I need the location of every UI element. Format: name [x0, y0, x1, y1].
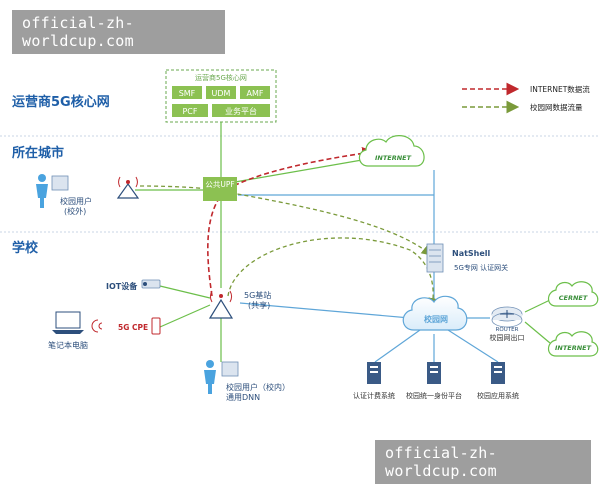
line-router-cernet — [524, 299, 551, 313]
core-nf-smf: SMF — [172, 86, 202, 99]
cpe-icon — [91, 317, 161, 335]
laptop-label: 笔记本电脑 — [48, 340, 88, 350]
natshell-gateway-icon — [426, 243, 444, 273]
campus-exit-label: 校园网出口 — [490, 333, 525, 342]
cpe-label: 5G CPE — [118, 323, 148, 332]
campus-network-cloud: 校园网 — [402, 295, 468, 331]
base-station-sublabel: (共享) — [248, 300, 270, 310]
user-off-campus-sublabel: (校外) — [64, 206, 86, 216]
zone-title-operator-core: 运营商5G核心网 — [12, 94, 110, 110]
flow-internet-red — [207, 147, 376, 297]
watermark-top: official-zh-worldcup.com — [12, 10, 225, 54]
user-on-campus-label: 校园用户（校内） — [226, 382, 290, 392]
user-off-campus-icon — [36, 174, 69, 208]
user-on-campus-sublabel: 通用DNN — [226, 392, 260, 402]
core-nf-amf: AMF — [240, 86, 270, 99]
svg-text:AMF: AMF — [247, 89, 264, 98]
flow-campus-green-2 — [227, 237, 439, 309]
watermark-bottom: official-zh-worldcup.com — [375, 440, 591, 484]
legend-internet-label: INTERNET数据流 — [530, 84, 590, 94]
core-nf-udm: UDM — [206, 86, 236, 99]
line-campus-server-app — [447, 329, 499, 363]
base-station-label: 5G基站 — [244, 290, 271, 300]
user-on-campus-icon — [204, 360, 239, 394]
server-auth-billing-label: 认证计费系统 — [353, 391, 395, 400]
line-router-internet2 — [524, 321, 551, 344]
svg-text:公共UPF: 公共UPF — [205, 180, 234, 189]
server-campus-app-icon — [491, 362, 505, 384]
line-basestation-campus — [239, 302, 411, 319]
core-nf-service-platform: 业务平台 — [212, 104, 270, 117]
svg-text:INTERNET: INTERNET — [375, 154, 412, 162]
svg-text:CERNET: CERNET — [559, 294, 588, 302]
base-station-icon — [208, 290, 234, 319]
core-network-title: 运营商5G核心网 — [195, 73, 247, 82]
svg-text:UDM: UDM — [212, 89, 231, 98]
svg-text:PCF: PCF — [182, 107, 197, 116]
user-off-campus-label: 校园用户 — [60, 196, 92, 206]
internet-cloud: INTERNET — [358, 135, 425, 167]
line-upf-internet — [234, 159, 363, 183]
cernet-cloud: CERNET — [547, 281, 599, 307]
iot-device-label: IOT设备 — [106, 281, 138, 291]
zone-title-school: 学校 — [12, 240, 39, 256]
router-label: ROUTER — [496, 327, 519, 333]
server-identity-platform-icon — [427, 362, 441, 384]
line-iot-basestation — [159, 285, 211, 299]
line-cpe-basestation — [159, 304, 211, 328]
server-campus-app-label: 校园应用系统 — [477, 391, 519, 400]
natshell-subtitle: 5G专网 认证网关 — [454, 263, 508, 272]
iot-device-icon — [141, 279, 161, 289]
router-icon — [491, 306, 523, 328]
upf-node: 公共UPF — [203, 177, 237, 201]
svg-text:校园网: 校园网 — [424, 314, 448, 324]
laptop-icon — [52, 311, 84, 334]
flow-campus-green-1 — [139, 185, 433, 256]
core-nf-pcf: PCF — [172, 104, 208, 117]
svg-text:SMF: SMF — [179, 89, 196, 98]
legend-campus-label: 校园网数据流量 — [530, 102, 583, 112]
zone-title-city: 所在城市 — [12, 145, 64, 161]
server-auth-billing-icon — [367, 362, 381, 384]
internet-cloud-2: INTERNET — [547, 331, 599, 357]
natshell-title: NatShell — [452, 249, 491, 258]
server-identity-platform-label: 校园统一身份平台 — [406, 391, 462, 400]
line-campus-server-auth — [374, 329, 421, 363]
city-tower-icon — [116, 176, 140, 199]
svg-text:业务平台: 业务平台 — [225, 106, 257, 116]
svg-text:INTERNET: INTERNET — [555, 344, 592, 352]
